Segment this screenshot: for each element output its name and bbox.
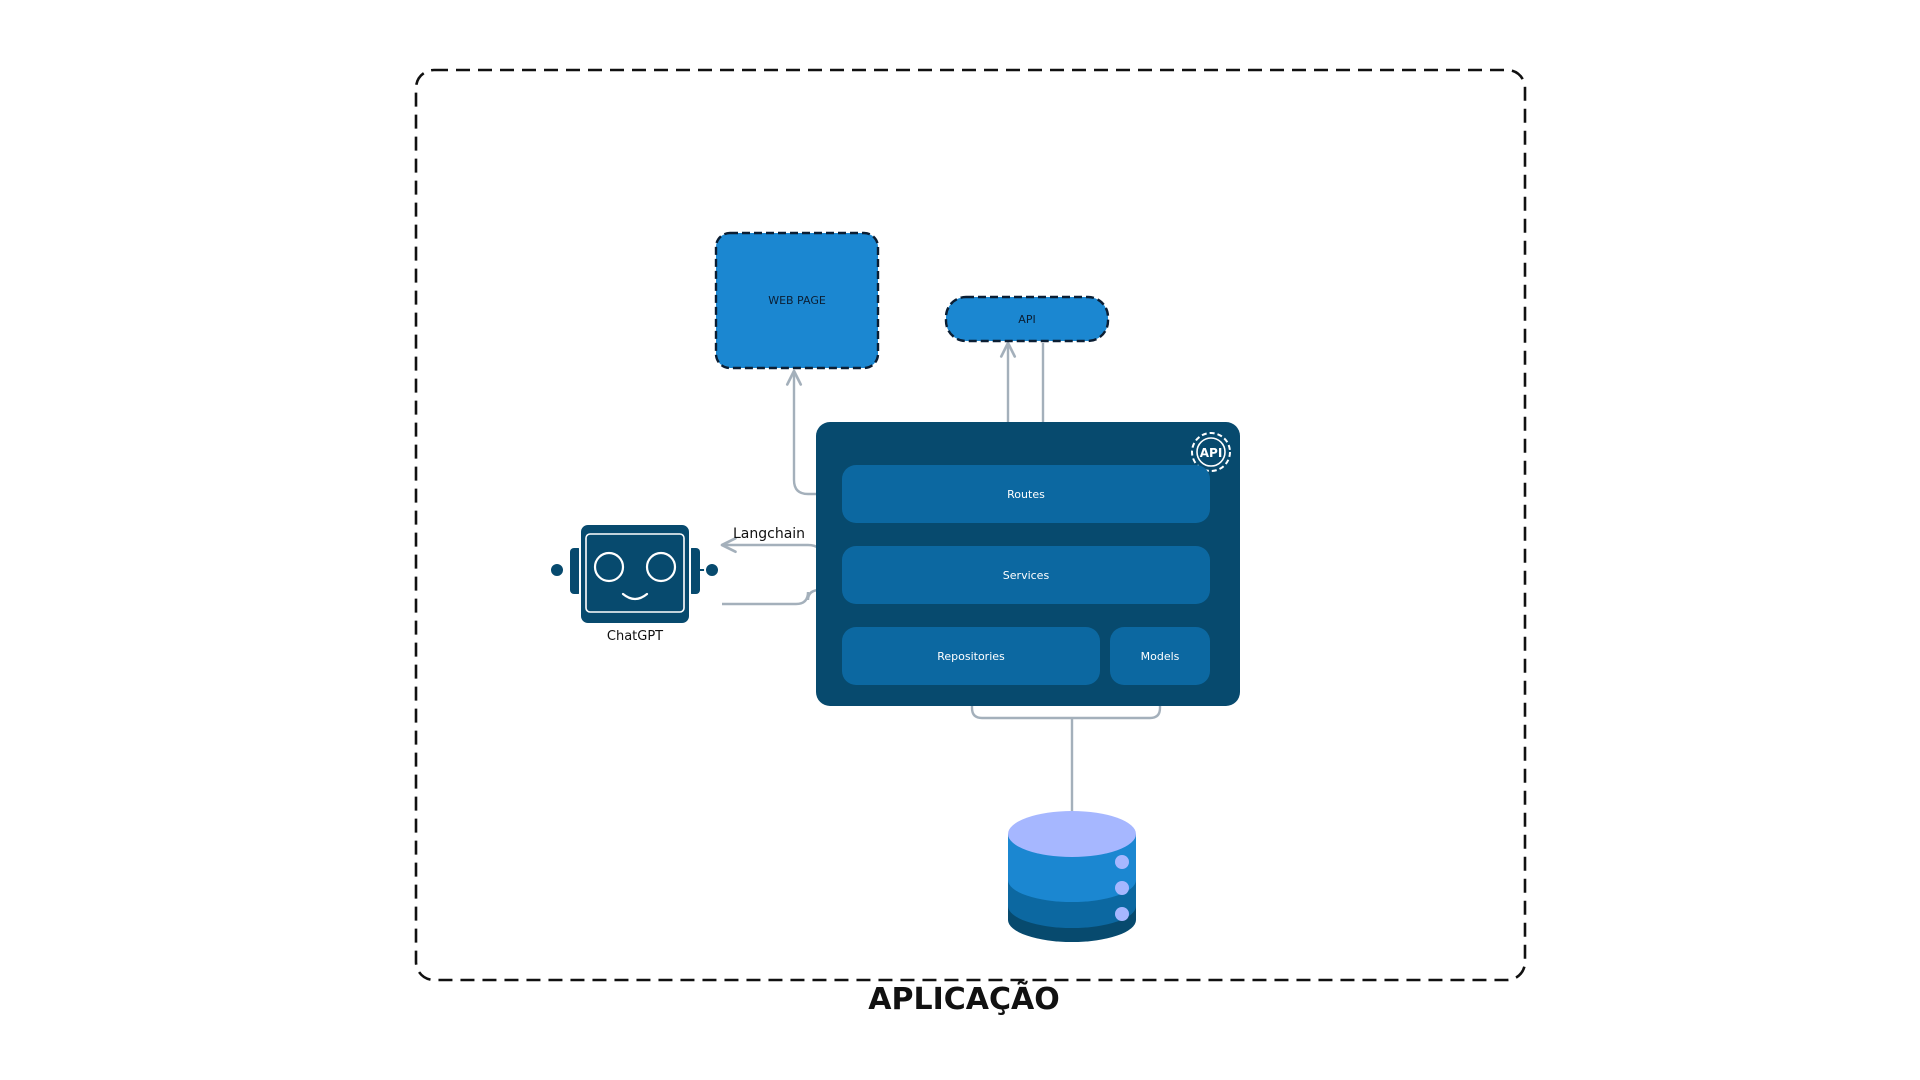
routes-label: Routes [1007, 488, 1045, 501]
chatgpt-label: ChatGPT [607, 629, 663, 644]
langchain-label: Langchain [733, 526, 805, 542]
api-label: API [1018, 313, 1035, 326]
services-layer[interactable] [842, 546, 1210, 604]
models-label: Models [1141, 650, 1180, 663]
webpage-label: WEB PAGE [768, 294, 826, 307]
routes-layer[interactable] [842, 465, 1210, 523]
repositories-layer[interactable] [842, 627, 1100, 685]
edge-chatgpt-to-services [722, 581, 844, 606]
webpage-node[interactable] [714, 231, 880, 370]
edge-routes-to-webpage [785, 369, 842, 496]
services-label: Services [1003, 569, 1050, 582]
repositories-label: Repositories [937, 650, 1005, 663]
database-icon[interactable] [1008, 811, 1136, 942]
application-frame [414, 68, 1527, 982]
edge-repos-models-to-db [970, 688, 1162, 720]
application-label: APLICAÇÃO [868, 980, 1059, 1017]
api-node[interactable] [944, 295, 1110, 343]
models-layer[interactable] [1110, 627, 1210, 685]
robot-icon[interactable] [549, 523, 720, 625]
api-badge-label: API [1200, 446, 1223, 460]
api-gear-icon: API [1191, 432, 1231, 472]
